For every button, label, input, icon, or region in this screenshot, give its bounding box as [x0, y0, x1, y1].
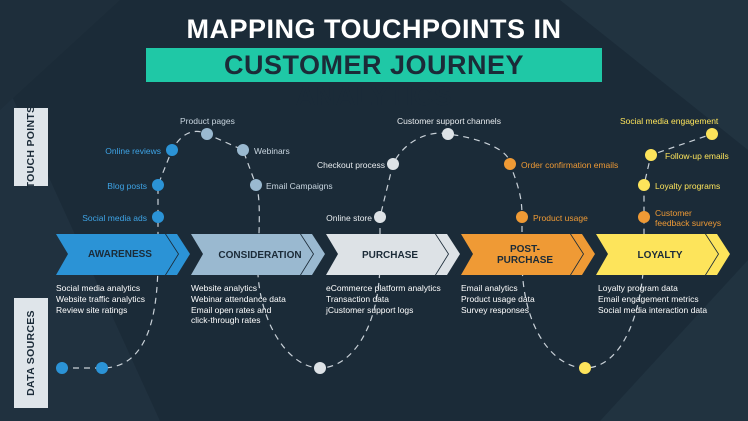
tp-webinars: Webinars — [254, 146, 290, 156]
dot-checkout-process — [387, 158, 399, 170]
chevron-consideration — [191, 234, 313, 275]
tp-social-media-ads: Social media ads — [82, 213, 147, 223]
tp-customer-support-channels: Customer support channels — [397, 116, 501, 126]
chevron-post-purchase — [461, 234, 583, 275]
dot-customer-feedback — [638, 211, 650, 223]
data-sources-consideration: Website analytics Webinar attendance dat… — [191, 283, 286, 326]
tp-blog-posts: Blog posts — [107, 181, 147, 191]
ds-item: Webinar attendance data — [191, 293, 286, 304]
ds-item: eCommerce platform analytics — [326, 283, 441, 293]
chevron-consideration-accent — [301, 234, 325, 275]
tp-loyalty-programs: Loyalty programs — [655, 181, 721, 191]
tp-product-usage: Product usage — [533, 213, 588, 223]
tp-customer-feedback-line2: feedback surveys — [655, 218, 722, 228]
chevron-loyalty — [596, 234, 718, 275]
ds-item: Transaction data — [326, 293, 389, 304]
dot-loyalty-programs — [638, 179, 650, 191]
dot-social-media-ads — [152, 211, 164, 223]
stage-label-post-line2: PURCHASE — [496, 255, 554, 266]
journey-start-dot-1 — [56, 362, 68, 374]
data-sources-purchase: eCommerce platform analytics Transaction… — [326, 283, 441, 315]
data-sources-loyalty: Loyalty program data Email engagement me… — [598, 283, 707, 315]
dot-product-usage — [516, 211, 528, 223]
chevron-awareness — [56, 234, 178, 275]
stage-label-purchase: PURCHASE — [361, 250, 419, 261]
stage-label-post-line1: POST- — [509, 244, 540, 255]
data-sources-post-purchase: Email analytics Product usage data Surve… — [461, 283, 535, 315]
ds-item: Social media interaction data — [598, 304, 708, 315]
dot-blog-posts — [152, 179, 164, 191]
tp-email-campaigns: Email Campaigns — [266, 181, 333, 191]
tp-order-confirmation-emails: Order confirmation emails — [521, 160, 619, 170]
ds-item: Website traffic analytics — [56, 293, 145, 304]
subtitle-banner: CUSTOMER JOURNEY ANALYTICS — [146, 48, 602, 111]
chevron-post-purchase-accent — [571, 234, 595, 275]
ds-item: jCustomer support logs — [326, 304, 414, 315]
touch-points-label-box: TOUCH POINTS — [14, 106, 48, 188]
data-sources-label-box: DATA SOURCES — [14, 298, 48, 408]
chevron-purchase-accent — [436, 234, 460, 275]
ds-item: Survey responses — [461, 304, 530, 315]
ds-item: Review site ratings — [56, 304, 128, 315]
ds-item: Email analytics — [461, 283, 518, 293]
stage-label-loyalty: LOYALTY — [637, 250, 683, 261]
chevron-loyalty-accent — [706, 234, 730, 275]
journey-dashed-line — [62, 130, 713, 369]
ds-item: Email engagement metrics — [598, 293, 699, 304]
dot-online-reviews — [166, 144, 178, 156]
ds-item: click-through rates — [191, 315, 261, 326]
data-sources-awareness: Social media analytics Website traffic a… — [56, 283, 145, 315]
page-subtitle: CUSTOMER JOURNEY ANALYTICS — [223, 50, 525, 111]
journey-bottom-dot-loyalty — [579, 362, 591, 374]
tp-customer-feedback-line1: Customer — [655, 208, 692, 218]
journey-start-dot-2 — [96, 362, 108, 374]
dot-customer-support — [442, 128, 454, 140]
dot-social-media-engagement — [706, 128, 718, 140]
dot-follow-up-emails — [645, 149, 657, 161]
tp-online-store: Online store — [326, 213, 372, 223]
ds-item: Product usage data — [461, 293, 535, 304]
dot-product-pages — [201, 128, 213, 140]
ds-item: Website analytics — [191, 283, 257, 293]
tp-social-media-engagement: Social media engagement — [620, 116, 719, 126]
stage-label-awareness: AWARENESS — [88, 249, 152, 260]
dot-email-campaigns — [250, 179, 262, 191]
chevron-awareness-accent — [166, 234, 190, 275]
tp-online-reviews: Online reviews — [105, 146, 161, 156]
tp-product-pages: Product pages — [180, 116, 235, 126]
chevron-purchase — [326, 234, 448, 275]
journey-bottom-dot-purchase — [314, 362, 326, 374]
dot-webinars — [237, 144, 249, 156]
dot-online-store — [374, 211, 386, 223]
ds-item: Email open rates and — [191, 304, 272, 315]
page-title: MAPPING TOUCHPOINTS IN — [186, 14, 562, 44]
tp-customer-feedback-surveys: Customer feedback surveys — [655, 208, 721, 228]
ds-item: Social media analytics — [56, 283, 141, 293]
stage-label-post-purchase: POST- PURCHASE — [475, 244, 575, 266]
dot-order-confirmation — [504, 158, 516, 170]
ds-item: Loyalty program data — [598, 283, 678, 293]
tp-checkout-process: Checkout process — [316, 160, 385, 170]
tp-follow-up-emails: Follow-up emails — [665, 151, 729, 161]
stage-label-consideration: CONSIDERATION — [218, 250, 302, 261]
